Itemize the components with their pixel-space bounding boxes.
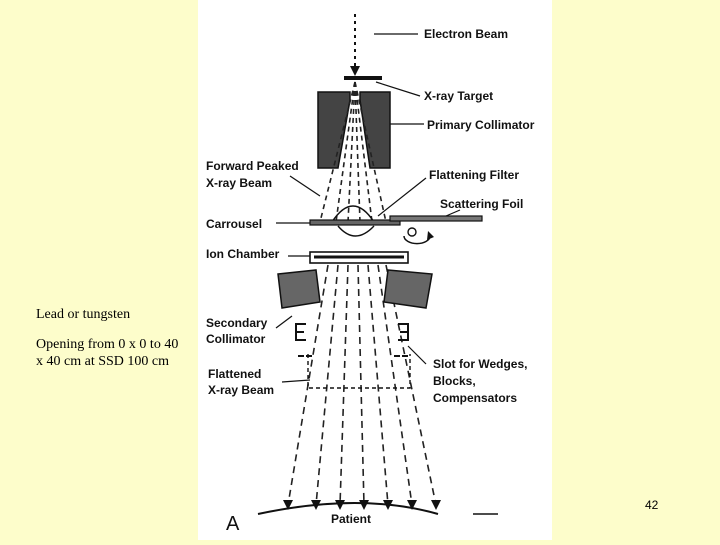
label-electron-beam: Electron Beam bbox=[424, 27, 508, 41]
linac-head-svg: Electron Beam X-ray Target Primary Colli… bbox=[206, 14, 535, 535]
label-slot-3: Compensators bbox=[433, 391, 517, 405]
rotation-arrow bbox=[403, 235, 431, 245]
label-slot-1: Slot for Wedges, bbox=[433, 357, 527, 371]
flattened-beam-leader bbox=[281, 379, 311, 383]
slot-leader bbox=[407, 345, 427, 365]
label-flattened-beam-2: X-ray Beam bbox=[208, 383, 274, 397]
label-forward-peaked-1: Forward Peaked bbox=[206, 159, 299, 173]
side-note-material: Lead or tungsten bbox=[36, 307, 131, 322]
label-forward-peaked-2: X-ray Beam bbox=[206, 176, 272, 190]
label-scattering-foil: Scattering Foil bbox=[440, 197, 523, 211]
page-number: 42 bbox=[645, 498, 659, 512]
carrousel-pivot bbox=[407, 227, 417, 237]
panel-letter: A bbox=[226, 513, 240, 535]
label-flattening-filter: Flattening Filter bbox=[429, 168, 519, 182]
primary-collimator-left bbox=[317, 91, 351, 169]
label-xray-target: X-ray Target bbox=[424, 89, 493, 103]
forward-peaked-leader bbox=[289, 175, 321, 197]
scattering-foil-leader bbox=[445, 209, 461, 217]
wedge-slot-right bbox=[398, 323, 409, 341]
label-secondary-collimator-2: Collimator bbox=[206, 332, 266, 346]
label-slot-2: Blocks, bbox=[433, 374, 476, 388]
label-flattened-beam-1: Flattened bbox=[208, 367, 261, 381]
secondary-collimator-right bbox=[383, 269, 433, 309]
rotation-arrowhead bbox=[427, 231, 434, 240]
primary-collimator-right bbox=[359, 91, 391, 169]
xray-target-leader bbox=[375, 81, 421, 97]
side-note-opening: Opening from 0 x 0 to 40 x 40 cm at SSD … bbox=[36, 337, 179, 369]
flattening-filter-leader bbox=[377, 177, 427, 217]
secondary-collimator-leader bbox=[275, 315, 293, 329]
electron-beam-arrowhead bbox=[350, 66, 360, 76]
secondary-collimator-left bbox=[277, 269, 321, 309]
field-outline bbox=[307, 354, 411, 389]
scattering-foil-arm bbox=[389, 215, 483, 222]
label-secondary-collimator-1: Secondary bbox=[206, 316, 268, 330]
label-patient: Patient bbox=[331, 512, 371, 526]
linac-head-diagram: Electron Beam X-ray Target Primary Colli… bbox=[198, 0, 552, 540]
scattering-foil bbox=[337, 225, 375, 237]
xray-target bbox=[344, 76, 382, 80]
label-carrousel: Carrousel bbox=[206, 217, 262, 231]
carrousel-plate bbox=[309, 219, 401, 226]
patient-surface bbox=[257, 502, 439, 515]
label-ion-chamber: Ion Chamber bbox=[206, 247, 280, 261]
wedge-slot-left bbox=[295, 323, 306, 341]
label-primary-collimator: Primary Collimator bbox=[427, 118, 535, 132]
forward-peaked-beam bbox=[319, 81, 387, 223]
